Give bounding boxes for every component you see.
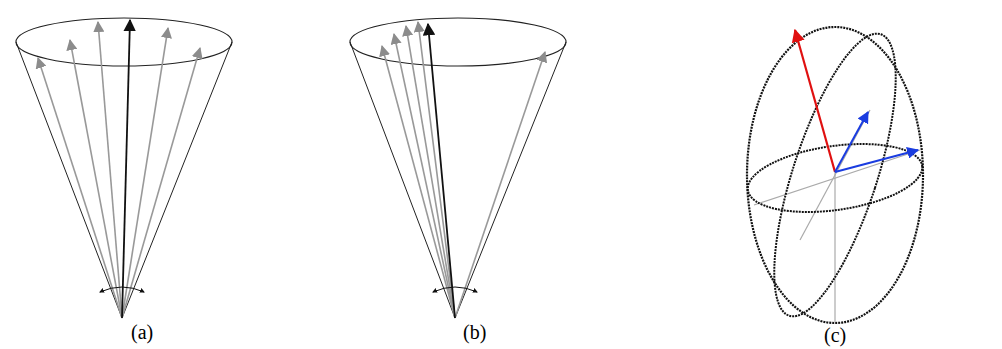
panel-label: (b) xyxy=(463,322,486,342)
cone-b xyxy=(350,18,566,318)
cone-a xyxy=(16,18,232,318)
panel-label: (a) xyxy=(131,322,153,342)
panel-label: (c) xyxy=(824,325,846,345)
sphere-c xyxy=(743,21,926,328)
